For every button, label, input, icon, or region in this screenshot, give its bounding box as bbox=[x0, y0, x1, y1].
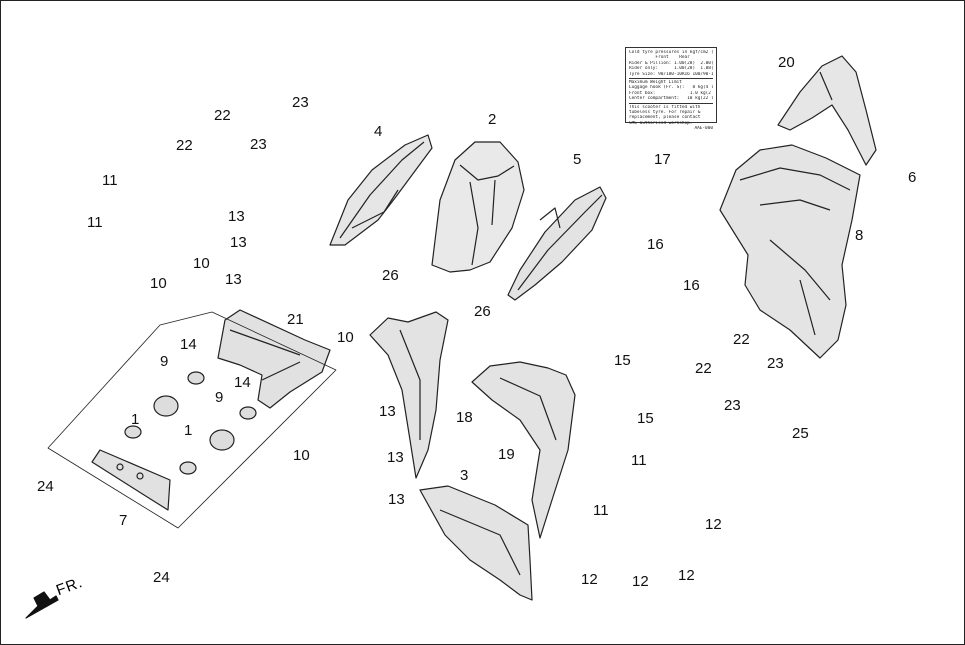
callout: 4 bbox=[374, 123, 383, 140]
callout: 13 bbox=[379, 403, 396, 420]
callout: 6 bbox=[908, 169, 917, 186]
callout: 24 bbox=[153, 569, 170, 586]
callout: 11 bbox=[631, 452, 647, 469]
callout: 14 bbox=[234, 374, 251, 391]
label-line-b0: Maximum Weight Limit bbox=[629, 80, 682, 86]
label-line-b2: Front box: 1.0 kg(2 lbs) bbox=[629, 90, 711, 96]
part-20 bbox=[777, 55, 877, 166]
part-5-panel bbox=[507, 186, 607, 301]
callout: 9 bbox=[160, 353, 169, 370]
callout: 16 bbox=[683, 277, 700, 294]
callout: 10 bbox=[193, 255, 210, 272]
part-3-floor-cover bbox=[419, 485, 533, 601]
label-code: AAE-000 bbox=[694, 126, 713, 132]
callout: 16 bbox=[647, 236, 664, 253]
callout: 2 bbox=[488, 111, 497, 128]
callout: 5 bbox=[573, 151, 582, 168]
callout: 22 bbox=[733, 331, 750, 348]
front-direction-arrow bbox=[25, 591, 59, 619]
assembly-guide-lines bbox=[47, 311, 337, 529]
callout: 15 bbox=[637, 410, 654, 427]
part-2-front-cover bbox=[431, 141, 525, 273]
callout: 22 bbox=[214, 107, 231, 124]
callout: 19 bbox=[498, 446, 515, 463]
callout: 13 bbox=[228, 208, 245, 225]
callout: 23 bbox=[767, 355, 784, 372]
parts-1-9-bushes bbox=[124, 371, 257, 475]
part-8-leg-shield bbox=[719, 144, 861, 359]
callout: 1 bbox=[131, 411, 140, 428]
callout: 15 bbox=[614, 352, 631, 369]
callout: 9 bbox=[215, 389, 224, 406]
label-line-a4: Tyre Size: 90/100-10R16 100/90-10R16 bbox=[629, 71, 713, 77]
warning-label-17: Cold tyre pressures in kgf/cm2 (psi) Fro… bbox=[625, 47, 717, 131]
callout: 13 bbox=[225, 271, 242, 288]
callout: 10 bbox=[150, 275, 167, 292]
callout: 8 bbox=[855, 227, 864, 244]
part-18-panel bbox=[369, 311, 449, 479]
callout: 14 bbox=[180, 336, 197, 353]
callout: 24 bbox=[37, 478, 54, 495]
callout: 11 bbox=[102, 172, 118, 189]
label-line-a0: Cold tyre pressures in kgf/cm2 (psi) bbox=[629, 50, 713, 55]
callout: 23 bbox=[292, 94, 309, 111]
part-19-panel bbox=[471, 361, 576, 539]
label-line-a2: Rider & Pillion: 1.00(28) 2.00(28) bbox=[629, 60, 713, 66]
label-line-c3: SMG authorised workshop. bbox=[629, 120, 693, 126]
callout: 11 bbox=[87, 214, 103, 231]
callout: 10 bbox=[293, 447, 310, 464]
label-line-c2: replacement, please contact bbox=[629, 115, 701, 121]
part-7-bracket bbox=[91, 449, 171, 511]
callout: 26 bbox=[474, 303, 491, 320]
callout: 13 bbox=[230, 234, 247, 251]
label-line-a1: Front Rear bbox=[629, 55, 690, 61]
label-line-c0: This scooter is fitted with bbox=[629, 104, 701, 110]
callout: 22 bbox=[695, 360, 712, 377]
callout: 22 bbox=[176, 137, 193, 154]
callout: 17 bbox=[654, 151, 671, 168]
callout: 18 bbox=[456, 409, 473, 426]
callout: 3 bbox=[460, 467, 469, 484]
callout: 25 bbox=[792, 425, 809, 442]
callout: 11 bbox=[593, 502, 609, 519]
callout: 23 bbox=[250, 136, 267, 153]
callout: 12 bbox=[705, 516, 722, 533]
callout: 7 bbox=[119, 512, 128, 529]
callout: 13 bbox=[388, 491, 405, 508]
callout: 12 bbox=[581, 571, 598, 588]
callout: 10 bbox=[337, 329, 354, 346]
label-line-a3: Rider only: 1.00(28) 1.88(26) bbox=[629, 66, 713, 72]
callout: 13 bbox=[387, 449, 404, 466]
callout: 21 bbox=[287, 311, 304, 328]
callout: 20 bbox=[778, 54, 795, 71]
callout: 26 bbox=[382, 267, 399, 284]
callout: 12 bbox=[678, 567, 695, 584]
label-line-c1: tubeless tyre. For repair & bbox=[629, 110, 701, 116]
callout: 23 bbox=[724, 397, 741, 414]
label-line-b1: Luggage hook (Fr. S): 8 kg(4 lbs) bbox=[629, 85, 713, 91]
part-21-bracket bbox=[217, 309, 331, 409]
callout: 1 bbox=[184, 422, 193, 439]
label-line-b3: Center compartment: 10 kg(22 lbs) bbox=[629, 96, 713, 102]
part-4-panel bbox=[329, 134, 433, 246]
callout: 12 bbox=[632, 573, 649, 590]
